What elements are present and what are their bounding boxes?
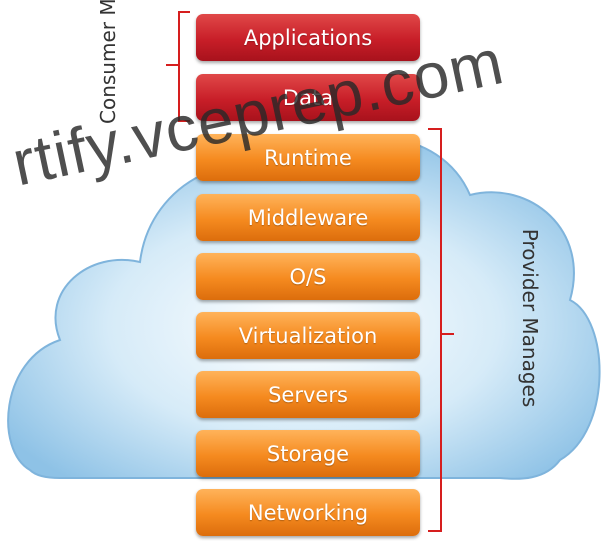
layer-os: O/S [196,253,420,300]
provider-bracket [428,128,442,532]
provider-manages-label: Provider Manages [518,228,542,408]
layer-runtime: Runtime [196,134,420,181]
consumer-bracket [178,11,190,122]
layer-middleware: Middleware [196,194,420,241]
layer-servers: Servers [196,371,420,418]
layer-storage: Storage [196,430,420,477]
consumer-bracket-tick [166,64,178,66]
layer-data: Data [196,74,420,121]
provider-bracket-tick [440,333,454,335]
layer-applications: Applications [196,14,420,61]
layer-networking: Networking [196,489,420,536]
layer-virtualization: Virtualization [196,312,420,359]
